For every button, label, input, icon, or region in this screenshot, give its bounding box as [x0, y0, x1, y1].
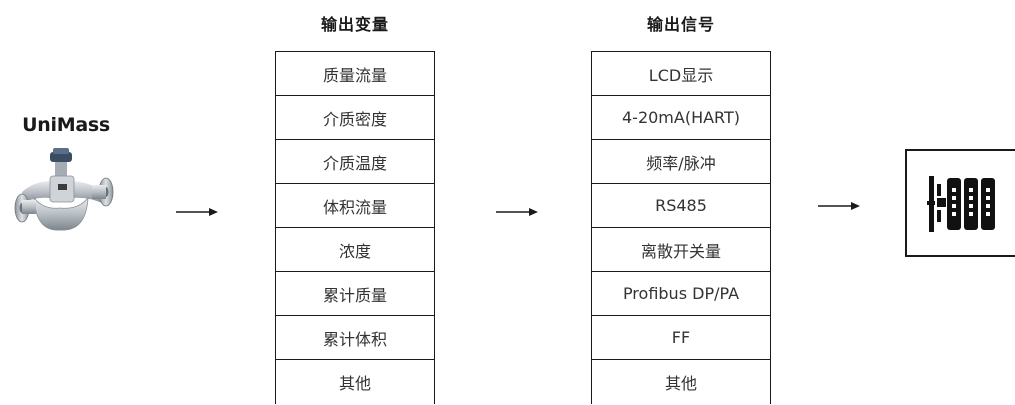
variable-item: 累计体积	[276, 316, 434, 360]
right-arrow-icon	[496, 208, 538, 216]
variable-item: 体积流量	[276, 184, 434, 228]
signal-item: RS485	[592, 184, 770, 228]
variable-item: 介质温度	[276, 140, 434, 184]
coriolis-flowmeter-icon	[14, 148, 114, 231]
signal-item: LCD显示	[592, 52, 770, 96]
right-arrow-icon	[818, 202, 860, 210]
signal-item: 频率/脉冲	[592, 140, 770, 184]
variable-item: 介质密度	[276, 96, 434, 140]
signal-item: 4-20mA(HART)	[592, 96, 770, 140]
product-name: UniMass	[22, 114, 110, 136]
control-system-icon	[927, 176, 995, 232]
output-variables-title: 输出变量	[320, 15, 389, 34]
signal-item: 离散开关量	[592, 228, 770, 272]
output-variables-list: 质量流量 介质密度 介质温度 体积流量 浓度 累计质量 累计体积 其他	[275, 51, 435, 404]
signal-item: 其他	[664, 374, 697, 393]
signal-item: FF	[592, 316, 770, 360]
variable-item: 浓度	[276, 228, 434, 272]
signal-item: Profibus DP/PA	[592, 272, 770, 316]
output-signals-title: 输出信号	[646, 15, 715, 34]
variable-item: 累计质量	[276, 272, 434, 316]
right-arrow-icon	[176, 208, 218, 216]
control-system-box	[905, 149, 1015, 257]
variable-item: 质量流量	[276, 52, 434, 96]
output-signals-list: LCD显示 4-20mA(HART) 频率/脉冲 RS485 离散开关量 Pro…	[591, 51, 771, 404]
variable-item: 其他	[338, 374, 371, 393]
